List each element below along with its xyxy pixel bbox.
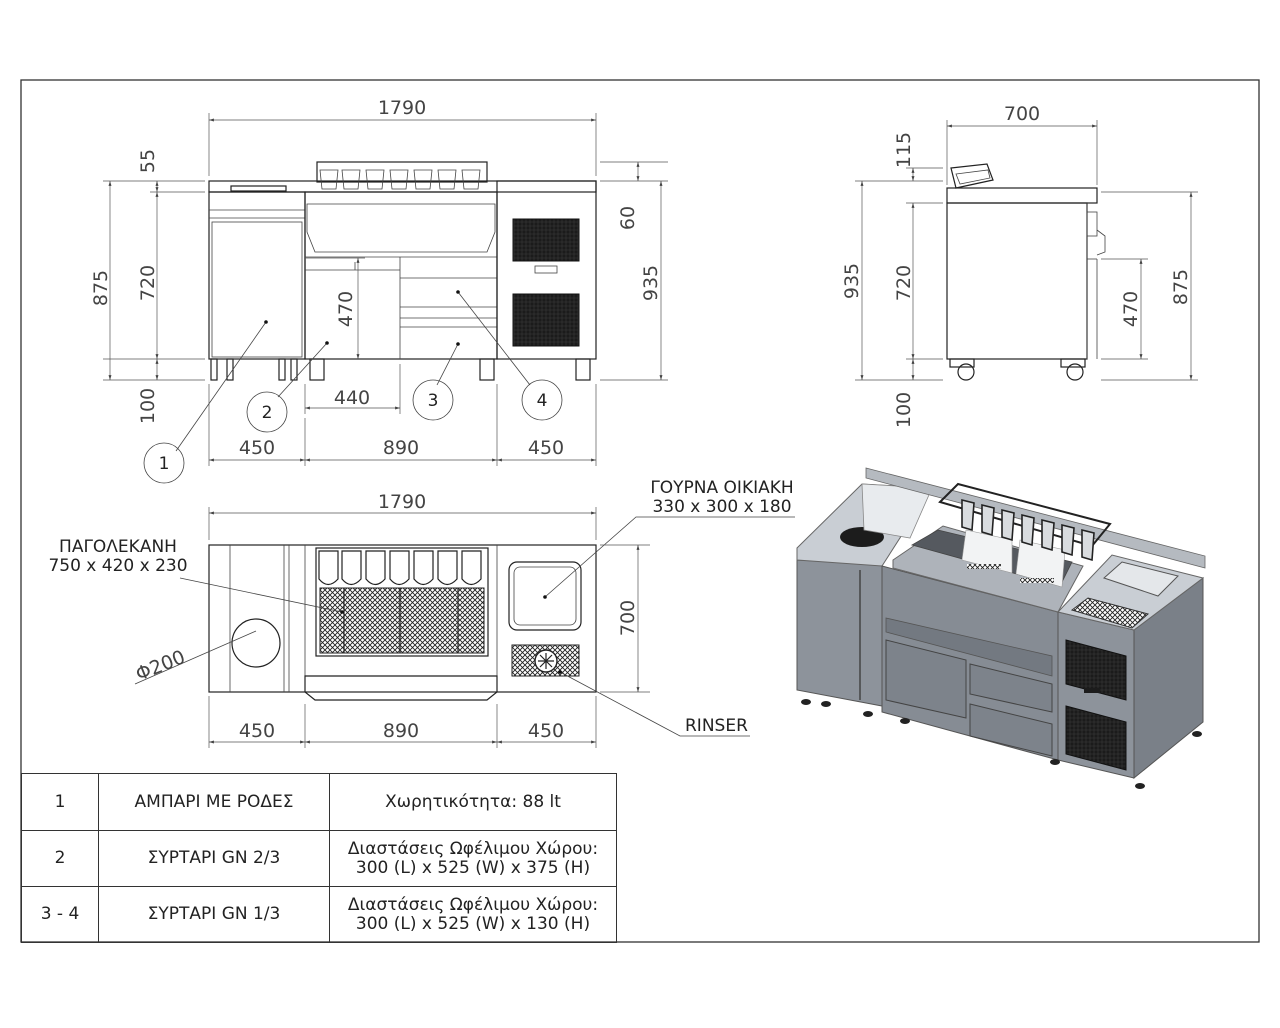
row-item: ΣΥΡΤΑΡΙ GN 2/3 — [98, 830, 330, 887]
top-dimensions: 1790 700 450 890 450 — [208, 491, 650, 748]
top-view: ΠΑΓΟΛΕΚΑΝΗ 750 x 420 x 230 ΓΟΥΡΝΑ ΟΙΚΙΑΚ… — [48, 478, 795, 748]
svg-text:750 x 420 x 230: 750 x 420 x 230 — [48, 556, 187, 576]
svg-text:890: 890 — [383, 437, 419, 459]
row-number: 3 - 4 — [21, 886, 99, 943]
svg-text:470: 470 — [1120, 291, 1142, 327]
row-number: 1 — [21, 773, 99, 831]
svg-text:875: 875 — [90, 270, 112, 306]
svg-text:875: 875 — [1170, 269, 1192, 305]
row-description: Διαστάσεις Ωφέλιμου Χώρου: 300 (L) x 525… — [329, 830, 617, 887]
svg-text:ΠΑΓΟΛΕΚΑΝΗ: ΠΑΓΟΛΕΚΑΝΗ — [59, 537, 177, 557]
svg-text:55: 55 — [137, 149, 159, 173]
svg-text:115: 115 — [893, 132, 915, 168]
svg-text:450: 450 — [239, 437, 275, 459]
svg-text:4: 4 — [537, 391, 548, 411]
callout-4: 4 — [521, 379, 563, 421]
svg-text:RINSER: RINSER — [685, 716, 748, 736]
svg-text:ΓΟΥΡΝΑ ΟΙΚΙΑΚΗ: ΓΟΥΡΝΑ ΟΙΚΙΑΚΗ — [650, 478, 793, 498]
row-item: ΣΥΡΤΑΡΙ GN 1/3 — [98, 886, 330, 943]
svg-text:1790: 1790 — [378, 97, 426, 119]
svg-text:330 x 300 x 180: 330 x 300 x 180 — [652, 497, 791, 517]
row-item: ΑΜΠΑΡΙ ΜΕ ΡΟΔΕΣ — [98, 773, 330, 831]
svg-text:700: 700 — [1004, 103, 1040, 125]
svg-text:Φ200: Φ200 — [133, 646, 189, 686]
svg-text:1790: 1790 — [378, 491, 426, 513]
svg-text:700: 700 — [617, 600, 639, 636]
svg-text:450: 450 — [528, 720, 564, 742]
row-number: 2 — [21, 830, 99, 887]
row-description: Διαστάσεις Ωφέλιμου Χώρου: 300 (L) x 525… — [329, 886, 617, 943]
front-dimensions: 1790 55 720 875 100 470 440 60 935 — [90, 97, 668, 466]
svg-text:890: 890 — [383, 720, 419, 742]
callout-1: 1 — [143, 442, 185, 484]
sheet-border — [20, 79, 1260, 943]
svg-text:450: 450 — [528, 437, 564, 459]
spec-table: 1 ΑΜΠΑΡΙ ΜΕ ΡΟΔΕΣ Χωρητικότητα: 88 lt 2 … — [21, 773, 617, 943]
callout-3: 3 — [412, 379, 454, 421]
table-row: 3 - 4 ΣΥΡΤΑΡΙ GN 1/3 Διαστάσεις Ωφέλιμου… — [21, 886, 617, 943]
svg-text:2: 2 — [262, 403, 273, 423]
svg-text:720: 720 — [137, 265, 159, 301]
svg-text:935: 935 — [841, 263, 863, 299]
row-description: Χωρητικότητα: 88 lt — [329, 773, 617, 831]
svg-text:3: 3 — [428, 391, 439, 411]
product-render — [796, 467, 1206, 789]
svg-text:60: 60 — [617, 206, 639, 230]
callout-2: 2 — [246, 391, 288, 433]
svg-text:720: 720 — [893, 265, 915, 301]
table-row: 2 ΣΥΡΤΑΡΙ GN 2/3 Διαστάσεις Ωφέλιμου Χώρ… — [21, 830, 617, 887]
side-view: 700 115 935 720 100 470 875 — [841, 103, 1198, 428]
svg-text:440: 440 — [334, 387, 370, 409]
svg-text:450: 450 — [239, 720, 275, 742]
svg-text:100: 100 — [893, 392, 915, 428]
svg-text:100: 100 — [137, 388, 159, 424]
svg-text:470: 470 — [335, 291, 357, 327]
svg-text:935: 935 — [640, 265, 662, 301]
front-view: 1 2 3 4 1790 55 720 875 100 470 440 — [90, 97, 668, 484]
table-row: 1 ΑΜΠΑΡΙ ΜΕ ΡΟΔΕΣ Χωρητικότητα: 88 lt — [21, 773, 617, 831]
svg-text:1: 1 — [159, 454, 170, 474]
side-dimensions: 700 115 935 720 100 470 875 — [841, 103, 1198, 428]
